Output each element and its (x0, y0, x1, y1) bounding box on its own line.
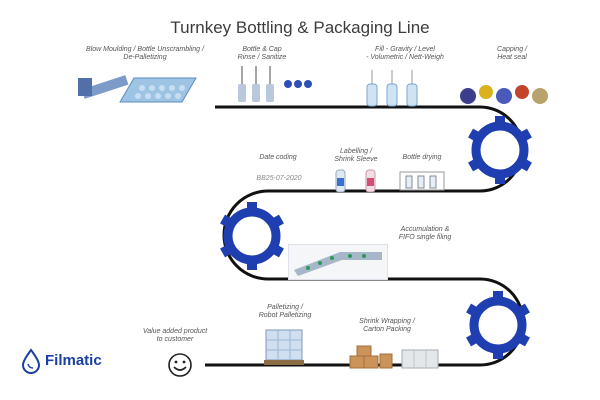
capping-image (460, 85, 548, 104)
smiley-icon (168, 353, 192, 377)
rinse-image (238, 66, 312, 102)
gear-icon (468, 116, 532, 184)
blow-moulding-image (78, 75, 197, 103)
station-date-coding-label: Date coding (259, 154, 297, 161)
station-fill-label: Fill - Gravity / Level- Volumetric / Net… (366, 46, 444, 61)
bottle-drying-image (399, 171, 445, 191)
station-shrink-wrapping-label: Shrink Wrapping /Carton Packing (359, 318, 415, 333)
station-palletizing-label: Palletizing /Robot Palletizing (258, 304, 312, 319)
fill-image (366, 70, 418, 107)
station-capping-label: Capping /Heat seal (497, 46, 527, 61)
brand-name: Filmatic (45, 352, 102, 369)
gear-icon (466, 291, 530, 359)
accumulation-image (288, 244, 388, 280)
station-labelling-label: Labelling /Shrink Sleeve (334, 148, 378, 163)
diagram-title: Turnkey Bottling & Packaging Line (170, 18, 430, 37)
station-accumulation-label: Accumulation &FIFO single filing (398, 226, 452, 241)
labelling-image (335, 169, 376, 192)
station-bottle-drying-label: Bottle drying (402, 154, 442, 161)
shrink-wrap-image (349, 345, 439, 369)
droplet-icon (21, 348, 41, 374)
date-code-text: BB25-07-2020 (256, 175, 302, 182)
pallet-image (264, 329, 304, 365)
station-blow-moulding-label: Blow Moulding / Bottle Unscrambling /De-… (86, 46, 204, 61)
